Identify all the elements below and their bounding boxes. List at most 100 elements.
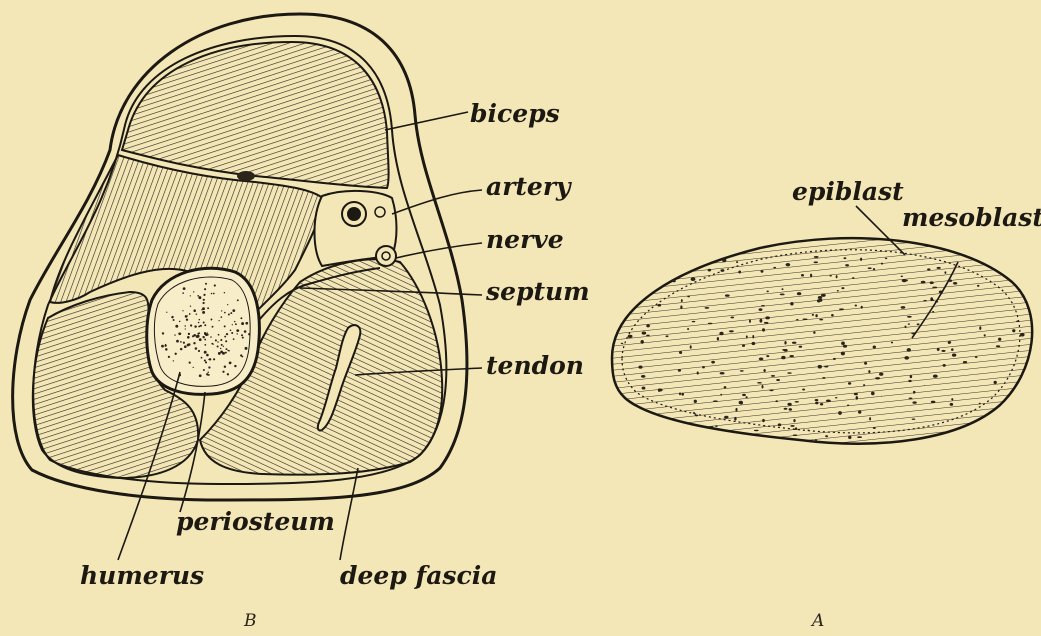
mesoblast-cell	[923, 300, 926, 302]
mesoblast-cell	[931, 401, 936, 404]
mesoblast-cell	[953, 282, 957, 285]
mesoblast-cell	[818, 297, 823, 299]
mesoblast-cell	[687, 328, 689, 330]
mesoblast-cell	[941, 350, 945, 352]
mesoblast-cell	[963, 361, 967, 363]
artery-lumen	[347, 207, 361, 221]
marrow-dot	[207, 332, 208, 333]
mesoblast-cell	[778, 423, 782, 426]
mesoblast-cell	[759, 308, 763, 311]
mesoblast-cell	[927, 268, 930, 270]
mesoblast-cell	[784, 341, 786, 345]
mesoblast-cell	[937, 348, 940, 351]
mesoblast-cell	[708, 323, 713, 324]
mesoblast-cell	[754, 430, 759, 431]
mesoblast-cell	[984, 334, 986, 336]
marrow-dot	[162, 332, 164, 334]
marrow-dot	[204, 359, 206, 361]
marrow-dot	[204, 339, 206, 341]
mesoblast-cell	[642, 387, 646, 390]
mesoblast-cell	[864, 362, 867, 365]
label-epiblast: epiblast	[792, 177, 904, 206]
mesoblast-cell	[812, 314, 814, 316]
mesoblast-cell	[694, 400, 697, 403]
mesoblast-cell	[930, 297, 933, 301]
mesoblast-cell	[845, 264, 849, 266]
marrow-dot	[198, 296, 201, 299]
mesoblast-cell	[796, 319, 798, 321]
mesoblast-cell	[902, 279, 907, 282]
mesoblast-cell	[841, 352, 845, 356]
marrow-dot	[192, 335, 194, 337]
mesoblast-cell	[717, 337, 719, 340]
mesoblast-cell	[904, 356, 909, 360]
mesoblast-cell	[837, 290, 839, 292]
label-tendon: tendon	[486, 351, 584, 380]
mesoblast-cell	[822, 377, 825, 379]
marrow-dot	[227, 350, 228, 351]
marrow-dot	[161, 345, 164, 348]
mesoblast-cell	[933, 374, 938, 377]
mesoblast-cell	[702, 366, 705, 368]
marrow-dot	[224, 312, 226, 314]
marrow-dot	[182, 310, 183, 311]
marrow-dot	[187, 336, 190, 339]
mesoblast-cell	[930, 281, 934, 284]
mesoblast-cell	[720, 269, 724, 272]
marrow-dot	[204, 351, 207, 354]
mesoblast-cell	[873, 345, 876, 348]
mesoblast-cell	[977, 285, 979, 287]
mesoblast-cell	[773, 267, 776, 268]
marrow-dot	[220, 351, 223, 354]
mesoblast-cell	[705, 307, 710, 309]
mesoblast-cell	[825, 435, 828, 437]
mesoblast-cell	[847, 404, 849, 406]
marrow-dot	[176, 340, 179, 343]
mesoblast-cell	[875, 377, 880, 379]
mesoblast-cell	[766, 355, 769, 357]
mesoblast-cell	[658, 389, 663, 392]
marrow-dot	[228, 314, 230, 316]
marrow-dot	[224, 365, 226, 367]
mesoblast-cell	[857, 436, 862, 438]
mesoblast-cell	[776, 379, 780, 381]
mesoblast-cell	[769, 389, 773, 391]
mesoblast-cell	[871, 392, 875, 396]
mesoblast-cell	[848, 382, 851, 385]
marrow-dot	[241, 322, 244, 325]
mesoblast-cell	[979, 326, 981, 330]
marrow-dot	[203, 294, 205, 296]
marrow-dot	[204, 332, 206, 334]
mesoblast-cell	[908, 397, 912, 399]
mesoblast-cell	[885, 258, 887, 260]
mesoblast-cell	[917, 323, 920, 325]
mesoblast-cell	[641, 375, 645, 378]
mesoblast-cell	[687, 296, 690, 298]
mesoblast-cell	[932, 287, 937, 288]
mesoblast-cell	[697, 371, 699, 374]
mesoblast-cell	[950, 403, 954, 406]
mesoblast-cell	[681, 299, 683, 302]
mesoblast-cell	[786, 263, 791, 266]
mesoblast-cell	[1020, 333, 1025, 337]
mesoblast-cell	[841, 287, 844, 289]
mesoblast-cell	[789, 355, 793, 357]
mesoblast-cell	[829, 275, 832, 277]
mesoblast-cell	[819, 319, 823, 321]
marrow-dot	[230, 329, 232, 331]
mesoblast-cell	[762, 328, 765, 331]
marrow-dot	[214, 284, 216, 286]
marrow-dot	[208, 366, 210, 368]
marrow-dot	[205, 361, 207, 363]
mesoblast-cell	[907, 316, 912, 318]
marrow-dot	[217, 345, 219, 347]
mesoblast-cell	[792, 342, 797, 344]
marrow-dot	[187, 315, 188, 316]
label-artery: artery	[486, 172, 572, 201]
marrow-dot	[205, 334, 208, 337]
mesoblast-cell	[907, 348, 911, 352]
marrow-dot	[197, 333, 199, 335]
mesoblast-cell	[817, 299, 821, 302]
marrow-dot	[203, 369, 205, 371]
mesoblast-cell	[724, 416, 728, 419]
